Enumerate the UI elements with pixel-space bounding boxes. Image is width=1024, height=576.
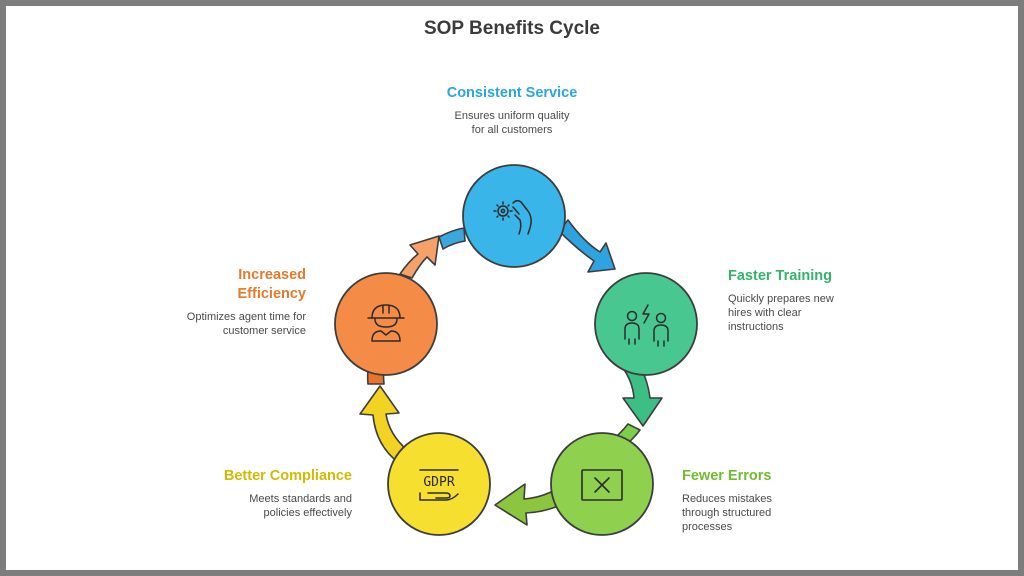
desc-line: through structured <box>682 507 772 519</box>
stage-better-compliance: Better Compliance Meets standards and po… <box>152 467 352 520</box>
desc-line: Reduces mistakes <box>682 493 772 505</box>
arrow-compliance-to-efficiency <box>359 360 408 464</box>
title-line: Efficiency <box>237 286 307 302</box>
desc-line: Meets standards and <box>249 493 352 505</box>
stage-increased-efficiency: Increased Efficiency Optimizes agent tim… <box>116 266 306 338</box>
desc-line: for all customers <box>471 124 553 136</box>
hardhat-worker-icon <box>367 304 405 342</box>
stage-title: Fewer Errors <box>682 468 772 484</box>
stage-faster-training: Faster Training Quickly prepares new hir… <box>728 267 908 334</box>
desc-line: policies effectively <box>263 507 352 519</box>
people-lightning-icon <box>624 304 669 347</box>
title-line: Increased <box>238 267 306 283</box>
arrow-efficiency-to-consistent <box>399 227 466 279</box>
diagram-frame: SOP Benefits Cycle <box>6 6 1018 570</box>
desc-line: Quickly prepares new <box>728 293 834 305</box>
node-fewer-errors <box>550 432 654 536</box>
stage-title: Consistent Service <box>446 85 578 101</box>
stage-consistent-service: Consistent Service Ensures uniform quali… <box>406 84 618 137</box>
desc-line: Ensures uniform quality <box>454 110 570 122</box>
desc-line: hires with clear <box>728 307 802 319</box>
arrow-consistent-to-training <box>558 219 616 273</box>
window-close-icon <box>581 469 623 501</box>
stage-fewer-errors: Fewer Errors Reduces mistakes through st… <box>682 467 862 534</box>
stage-description: Meets standards and policies effectively <box>152 492 352 520</box>
desc-line: customer service <box>222 325 306 337</box>
gdpr-hand-icon <box>419 469 459 501</box>
arrow-errors-to-compliance <box>494 483 559 526</box>
stage-description: Ensures uniform quality for all customer… <box>406 109 618 137</box>
gdpr-icon-text: GDPR <box>423 475 454 490</box>
desc-line: Optimizes agent time for <box>186 311 306 323</box>
stage-title: Better Compliance <box>223 468 352 484</box>
node-faster-training <box>594 272 698 376</box>
node-better-compliance: GDPR <box>387 432 491 536</box>
stage-title: Increased Efficiency <box>116 266 307 304</box>
stage-description: Reduces mistakes through structured proc… <box>682 492 862 534</box>
node-consistent-service <box>462 164 566 268</box>
desc-line: instructions <box>728 321 784 333</box>
stage-description: Optimizes agent time for customer servic… <box>116 310 306 338</box>
node-increased-efficiency <box>334 272 438 376</box>
hand-gear-icon <box>493 199 532 235</box>
desc-line: processes <box>682 521 733 533</box>
stage-description: Quickly prepares new hires with clear in… <box>728 292 908 334</box>
stage-title: Faster Training <box>728 268 832 284</box>
diagram-title: SOP Benefits Cycle <box>423 18 600 39</box>
cycle-graphic: GDPR <box>334 164 698 536</box>
